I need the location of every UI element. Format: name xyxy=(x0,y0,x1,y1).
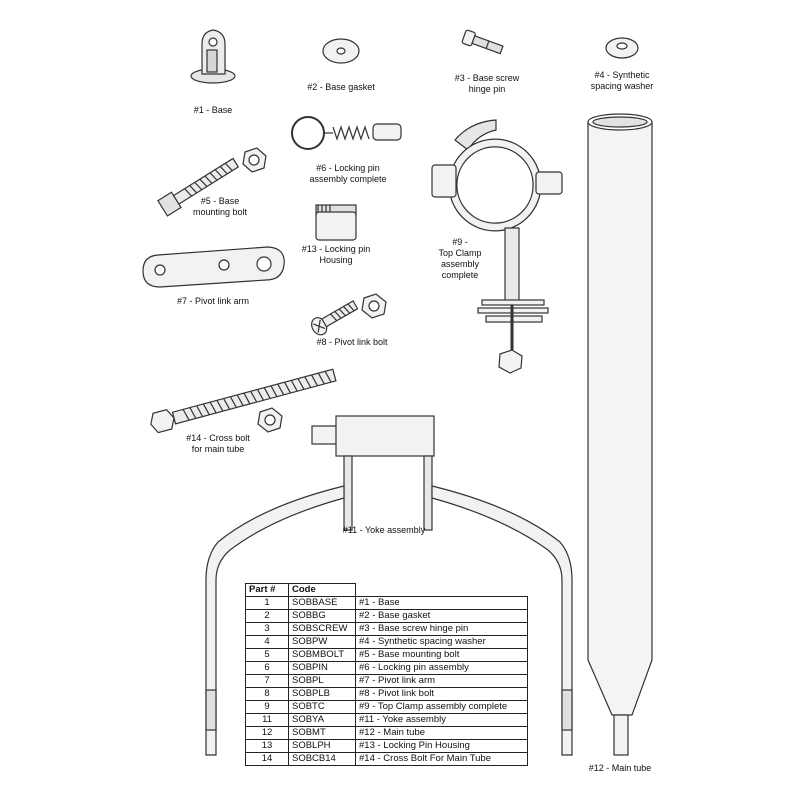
code-cell: SOBPLB xyxy=(288,687,356,701)
part-number-cell: 12 xyxy=(245,726,289,740)
header-code: Code xyxy=(288,583,356,597)
description-cell: #3 - Base screw hinge pin xyxy=(355,622,528,636)
locking-pin-part xyxy=(291,116,402,150)
label-base: #1 - Base xyxy=(193,105,233,115)
code-cell: SOBYA xyxy=(288,713,356,727)
pivot-arm-part xyxy=(142,246,285,288)
description-cell: #14 - Cross Bolt For Main Tube xyxy=(355,752,528,766)
code-cell: SOBLPH xyxy=(288,739,356,753)
spacing-washer-part xyxy=(605,37,639,59)
label-main-tube: #12 - Main tube xyxy=(588,763,652,773)
main-tube-part xyxy=(587,113,653,756)
code-cell: SOBBASE xyxy=(288,596,356,610)
label-pivot-arm: #7 - Pivot link arm xyxy=(176,296,250,306)
description-cell: #2 - Base gasket xyxy=(355,609,528,623)
part-number-cell: 5 xyxy=(245,648,289,662)
part-number-cell: 11 xyxy=(245,713,289,727)
table-header-row: Part # Code xyxy=(245,583,528,597)
code-cell: SOBMT xyxy=(288,726,356,740)
code-cell: SOBPIN xyxy=(288,661,356,675)
mounting-bolt-part xyxy=(157,147,267,217)
code-cell: SOBPW xyxy=(288,635,356,649)
code-cell: SOBSCREW xyxy=(288,622,356,636)
part-number-cell: 8 xyxy=(245,687,289,701)
label-pivot-bolt: #8 - Pivot link bolt xyxy=(316,337,388,347)
header-description xyxy=(355,583,528,597)
base-part xyxy=(190,29,236,84)
part-number-cell: 6 xyxy=(245,661,289,675)
code-cell: SOBPL xyxy=(288,674,356,688)
description-cell: #8 - Pivot link bolt xyxy=(355,687,528,701)
description-cell: #9 - Top Clamp assembly complete xyxy=(355,700,528,714)
description-cell: #11 - Yoke assembly xyxy=(355,713,528,727)
label-gasket: #2 - Base gasket xyxy=(307,82,375,92)
part-number-cell: 2 xyxy=(245,609,289,623)
code-cell: SOBMBOLT xyxy=(288,648,356,662)
code-cell: SOBTC xyxy=(288,700,356,714)
description-cell: #12 - Main tube xyxy=(355,726,528,740)
part-number-cell: 3 xyxy=(245,622,289,636)
hinge-pin-part xyxy=(461,29,504,55)
description-cell: #4 - Synthetic spacing washer xyxy=(355,635,528,649)
description-cell: #7 - Pivot link arm xyxy=(355,674,528,688)
part-number-cell: 9 xyxy=(245,700,289,714)
description-cell: #6 - Locking pin assembly xyxy=(355,661,528,675)
description-cell: #1 - Base xyxy=(355,596,528,610)
gasket-part xyxy=(322,38,360,64)
top-clamp-part xyxy=(431,119,563,374)
description-cell: #13 - Locking Pin Housing xyxy=(355,739,528,753)
part-number-cell: 4 xyxy=(245,635,289,649)
part-number-cell: 13 xyxy=(245,739,289,753)
label-yoke: #11 - Yoke assembly xyxy=(342,525,426,535)
yoke-part xyxy=(205,415,573,756)
description-cell: #5 - Base mounting bolt xyxy=(355,648,528,662)
code-cell: SOBCB14 xyxy=(288,752,356,766)
pivot-bolt-part xyxy=(311,293,387,336)
header-part-number: Part # xyxy=(245,583,289,597)
part-number-cell: 1 xyxy=(245,596,289,610)
part-number-cell: 14 xyxy=(245,752,289,766)
part-number-cell: 7 xyxy=(245,674,289,688)
cross-bolt-part xyxy=(150,368,337,434)
code-cell: SOBBG xyxy=(288,609,356,623)
pin-housing-part xyxy=(315,204,357,241)
